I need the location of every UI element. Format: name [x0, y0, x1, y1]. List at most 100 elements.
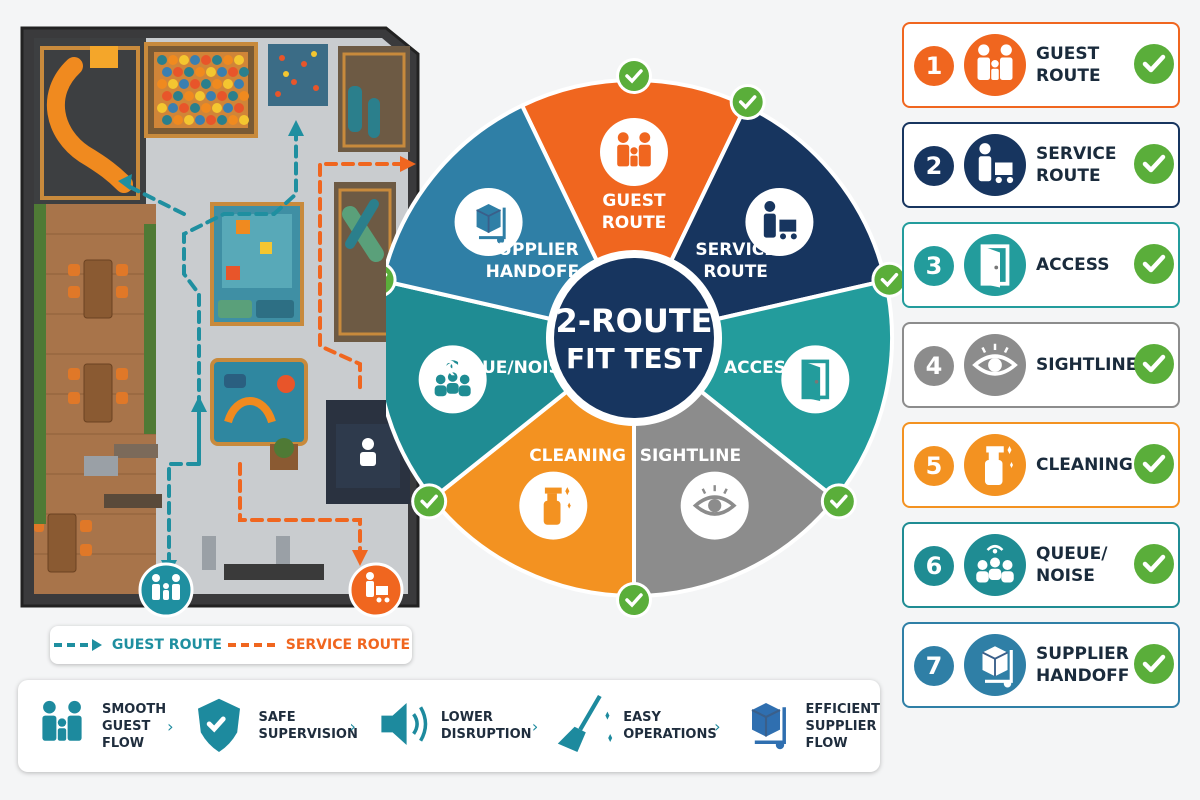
check-icon: [1134, 444, 1174, 484]
card-number: 5: [914, 446, 954, 486]
wheel-segment-label: SIGHTLINE: [640, 446, 741, 466]
wheel-segment-label: QUEUE/NOISE: [442, 358, 572, 378]
wheel-segment-label: CLEANING: [529, 446, 626, 466]
check-icon: [1134, 144, 1174, 184]
climbing-frame: [338, 46, 410, 152]
slide-structure: [34, 38, 146, 204]
play-area-floor-plan: [20, 26, 420, 618]
check-icon: [616, 582, 652, 618]
family-icon: [32, 694, 92, 758]
check-icon: [729, 83, 766, 120]
wheel-segment-label: ACCESS: [724, 358, 797, 378]
crowd-icon: [964, 534, 1026, 596]
family-icon: [600, 118, 668, 186]
box-dolly-icon: [454, 188, 523, 257]
card-number: 3: [914, 246, 954, 286]
wheel-center-line1: 2-ROUTE: [555, 302, 712, 340]
check-icon: [1134, 244, 1174, 284]
check-icon: [616, 58, 652, 94]
legend-service-route: SERVICE ROUTE: [226, 637, 410, 653]
cafe-seating-area: [34, 204, 158, 594]
checklist-card-cleaning: 5 CLEANING: [902, 422, 1180, 508]
shield-check-icon: [189, 694, 249, 758]
legend-guest-label: GUEST ROUTE: [111, 637, 222, 653]
guest-route-path: [122, 132, 298, 566]
card-number: 6: [914, 546, 954, 586]
soft-play-zone: [210, 358, 308, 446]
box-dolly-icon: [964, 634, 1026, 696]
card-number: 4: [914, 346, 954, 386]
speaker-icon: [371, 694, 431, 758]
fit-test-wheel: GUESTROUTESERVICEROUTEACCESSSIGHTLINECLE…: [386, 58, 906, 618]
wheel-segment-label: SUPPLIER: [486, 240, 579, 260]
wheel-center-line2: FIT TEST: [566, 342, 702, 375]
eye-icon: [964, 334, 1026, 396]
card-number: 7: [914, 646, 954, 686]
service-route-path: [238, 162, 406, 556]
wheel-segment-label: SERVICE: [695, 240, 776, 260]
card-label: SIGHTLINE: [1036, 355, 1138, 375]
door-icon: [964, 234, 1026, 296]
family-icon: [964, 34, 1026, 96]
wheel-segment-label: GUEST: [602, 191, 666, 211]
check-icon: [871, 261, 906, 298]
box-dolly-icon: [736, 694, 796, 758]
service-route-swatch: [227, 643, 276, 647]
route-legend: GUEST ROUTE SERVICE ROUTE: [50, 626, 412, 664]
worker-cart-icon: [745, 188, 814, 257]
wheel-segment-label: ROUTE: [703, 262, 768, 282]
spray-bottle-icon: [964, 434, 1026, 496]
check-icon: [820, 483, 857, 520]
entrance-gates: [84, 456, 324, 580]
checklist-card-queue-noise: 6 QUEUE/NOISE: [902, 522, 1180, 608]
card-label: CLEANING: [1036, 455, 1133, 475]
wheel-segment-label: ROUTE: [602, 213, 667, 233]
chevron-right-icon: ›: [349, 716, 356, 736]
ball-pit: [144, 42, 258, 138]
check-icon: [411, 483, 448, 520]
guest-route-swatch: [53, 639, 102, 651]
card-number: 2: [914, 146, 954, 186]
climbing-wall: [268, 44, 328, 106]
check-icon: [1134, 544, 1174, 584]
legend-service-label: SERVICE ROUTE: [285, 637, 411, 653]
checklist-card-access: 3 ACCESS: [902, 222, 1180, 308]
legend-guest-route: GUEST ROUTE: [52, 637, 222, 653]
chevron-right-icon: ›: [167, 716, 174, 736]
toddler-play-zone: [210, 202, 304, 326]
crowd-icon: [418, 345, 487, 414]
check-icon: [1134, 344, 1174, 384]
spray-bottle-icon: [519, 471, 588, 540]
card-label: QUEUE/NOISE: [1036, 544, 1108, 586]
check-icon: [1134, 44, 1174, 84]
card-label: ACCESS: [1036, 255, 1110, 275]
checklist-card-sightline: 4 SIGHTLINE: [902, 322, 1180, 408]
broom-icon: [553, 694, 613, 758]
check-icon: [386, 263, 397, 297]
door-icon: [781, 345, 850, 414]
chevron-right-icon: ›: [714, 716, 721, 736]
eye-icon: [680, 471, 749, 540]
card-number: 1: [914, 46, 954, 86]
worker-cart-icon: [964, 134, 1026, 196]
guest-entrance-pin: [138, 562, 194, 618]
wheel-segment-label: HANDOFF: [486, 262, 579, 282]
check-icon: [1134, 644, 1174, 684]
chevron-right-icon: ›: [531, 716, 539, 736]
